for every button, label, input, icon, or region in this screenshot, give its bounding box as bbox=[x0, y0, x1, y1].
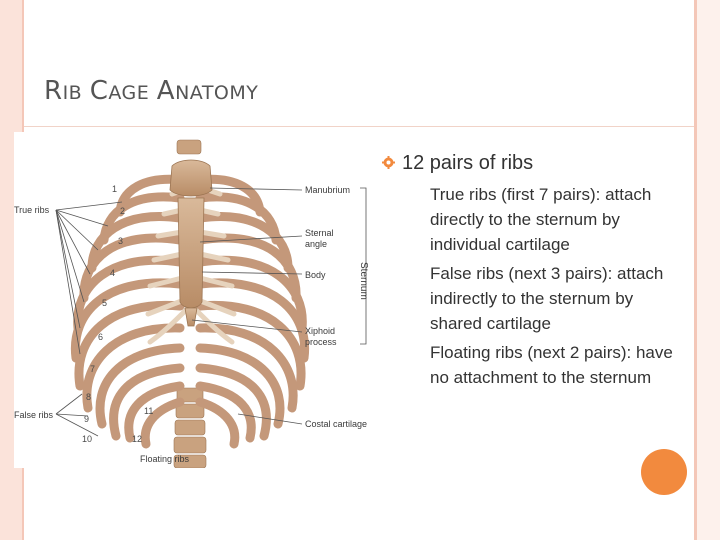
main-bullet-text: 12 pairs of ribs bbox=[402, 152, 534, 174]
rib-number: 11 bbox=[144, 406, 154, 416]
ribs-right bbox=[193, 174, 310, 449]
sub-bullet-false-ribs: False ribs (next 3 pairs): attach indire… bbox=[382, 261, 687, 336]
label-xiphoid-line2: process bbox=[305, 337, 337, 347]
rib-number: 7 bbox=[90, 364, 96, 374]
label-xiphoid-line1: Xiphoid bbox=[305, 326, 336, 336]
sub-bullet-text: True ribs (first 7 pairs): attach direct… bbox=[430, 185, 652, 254]
rib-number: 3 bbox=[118, 236, 124, 246]
title-divider bbox=[24, 126, 694, 127]
decorative-orange-circle bbox=[641, 449, 687, 495]
rib-cage-drawing bbox=[55, 139, 367, 468]
rib-number: 4 bbox=[110, 268, 116, 278]
label-costal-cartilage: Costal cartilage bbox=[305, 419, 368, 429]
label-true-ribs: True ribs bbox=[14, 205, 50, 215]
label-leader-lines bbox=[55, 187, 367, 437]
slide-title: RIB CAGE ANATOMY bbox=[44, 76, 259, 106]
rib-number: 8 bbox=[86, 392, 92, 402]
rib-number: 9 bbox=[84, 414, 90, 424]
slide-frame-right bbox=[697, 0, 720, 540]
slide-frame-right-line bbox=[694, 0, 697, 540]
ribs-left bbox=[70, 174, 187, 449]
rib-cage-illustration: True ribs False ribs Floating ribs Manub… bbox=[14, 132, 380, 468]
sub-bullet-true-ribs: True ribs (first 7 pairs): attach direct… bbox=[382, 182, 687, 257]
sub-bullet-text: Floating ribs (next 2 pairs): have no at… bbox=[430, 343, 673, 387]
rib-number: 12 bbox=[132, 434, 143, 444]
label-floating-ribs: Floating ribs bbox=[140, 454, 190, 464]
label-sternal-angle-line2: angle bbox=[305, 239, 328, 249]
rib-number: 10 bbox=[82, 434, 93, 444]
rib-number: 1 bbox=[112, 184, 118, 194]
main-bullet: 12 pairs of ribs bbox=[382, 150, 687, 176]
rib-number: 5 bbox=[102, 298, 108, 308]
label-sternum: Sternum bbox=[358, 262, 369, 300]
label-false-ribs: False ribs bbox=[14, 410, 54, 420]
label-sternal-angle-line1: Sternal bbox=[305, 228, 334, 238]
rib-number: 2 bbox=[120, 206, 126, 216]
label-manubrium: Manubrium bbox=[305, 185, 351, 195]
sub-bullet-floating-ribs: Floating ribs (next 2 pairs): have no at… bbox=[382, 340, 687, 390]
rib-number: 6 bbox=[98, 332, 104, 342]
bullet-list: 12 pairs of ribs True ribs (first 7 pair… bbox=[382, 150, 687, 390]
gear-bullet-icon bbox=[382, 156, 395, 169]
sub-bullet-text: False ribs (next 3 pairs): attach indire… bbox=[430, 264, 664, 333]
label-body: Body bbox=[305, 270, 326, 280]
sternum bbox=[169, 159, 213, 327]
spine bbox=[173, 139, 207, 468]
